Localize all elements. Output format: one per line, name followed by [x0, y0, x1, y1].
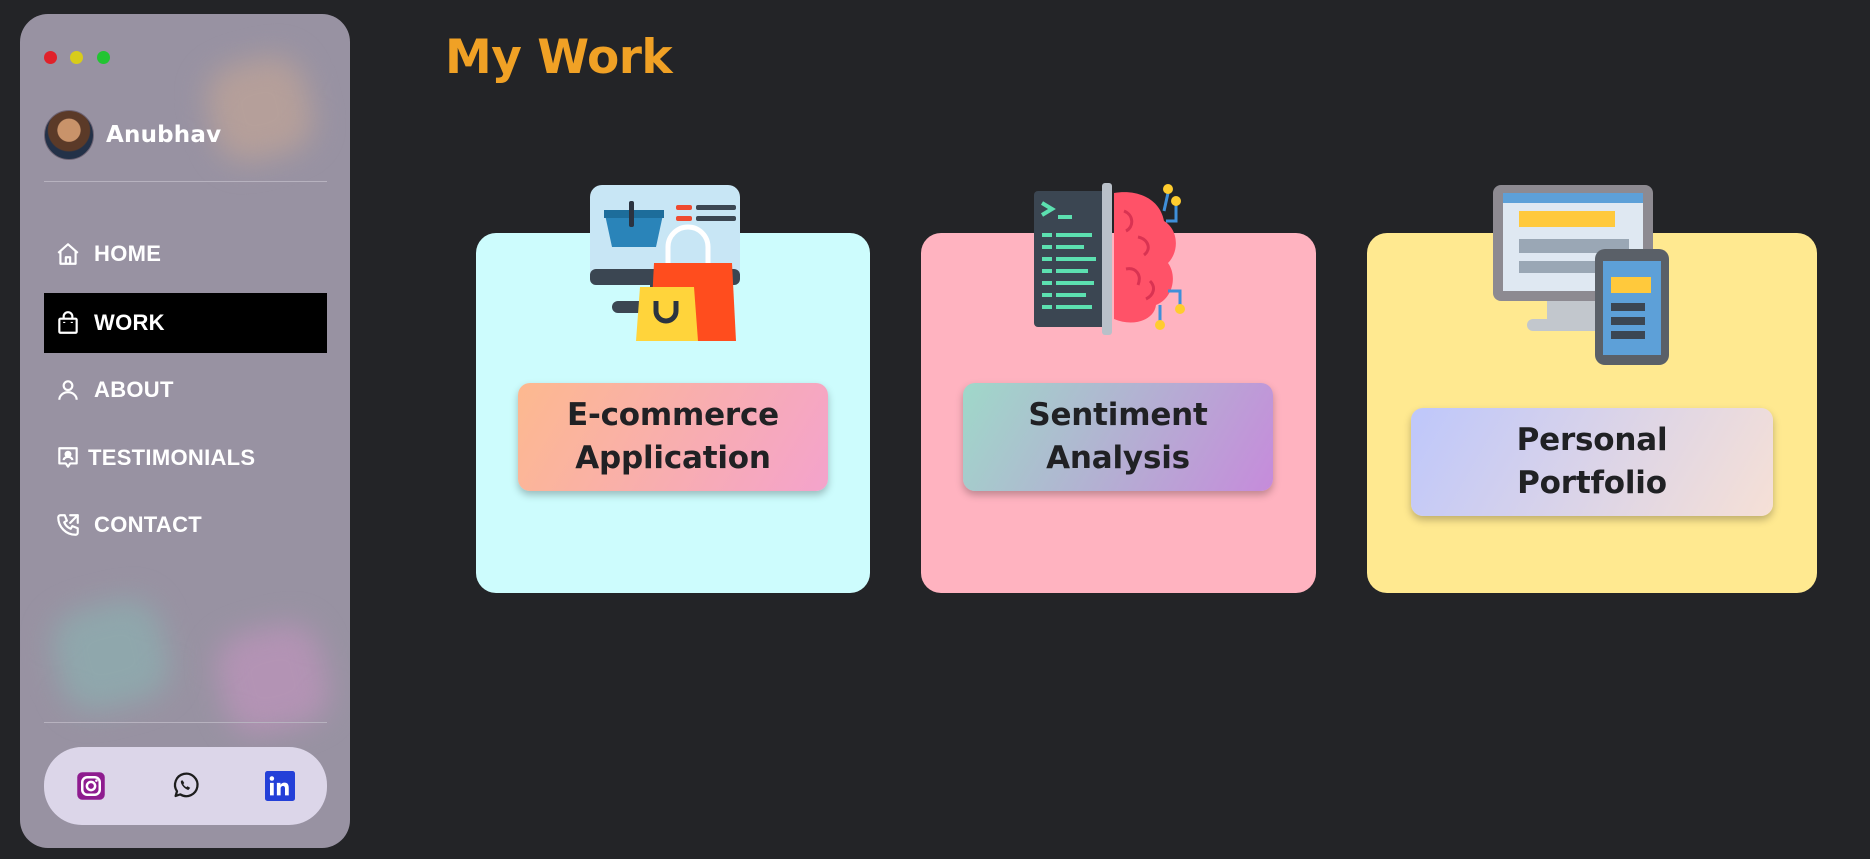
profile[interactable]: Anubhav	[44, 110, 221, 160]
nav-item-about[interactable]: ABOUT	[44, 360, 327, 420]
nav-item-testimonials[interactable]: TESTIMONIALS	[44, 428, 327, 488]
project-title: Sentiment Analysis	[963, 383, 1273, 491]
linkedin-icon[interactable]	[263, 769, 297, 803]
nav-item-label: CONTACT	[94, 512, 203, 537]
instagram-icon[interactable]	[74, 769, 108, 803]
nav-item-home[interactable]: HOME	[44, 224, 327, 284]
project-card-ecommerce[interactable]: E-commerce Application	[476, 185, 870, 593]
decorative-blob	[45, 592, 177, 718]
project-card-sentiment[interactable]: Sentiment Analysis	[921, 183, 1316, 593]
profile-name: Anubhav	[106, 122, 222, 148]
social-links	[44, 747, 327, 825]
nav-item-label: ABOUT	[94, 377, 174, 402]
avatar	[44, 110, 94, 160]
window-maximize-button[interactable]	[97, 51, 110, 64]
phone-icon	[52, 509, 84, 541]
user-icon	[52, 374, 84, 406]
page-title: My Work	[445, 30, 673, 85]
window-close-button[interactable]	[44, 51, 57, 64]
home-icon	[52, 238, 84, 270]
project-title: E-commerce Application	[518, 383, 828, 491]
sidebar: Anubhav HOME WORK ABOUT TESTIMONIALS CON…	[20, 14, 350, 848]
code-brain-icon	[1028, 181, 1193, 350]
window-minimize-button[interactable]	[70, 51, 83, 64]
testimonial-icon	[52, 442, 84, 474]
nav-item-label: WORK	[94, 310, 165, 335]
nav-item-label: TESTIMONIALS	[88, 445, 256, 470]
divider	[44, 722, 327, 723]
nav-item-work[interactable]: WORK	[44, 293, 327, 353]
divider	[44, 181, 327, 182]
responsive-devices-icon	[1491, 183, 1676, 372]
shopping-bag-icon	[52, 307, 84, 339]
project-card-portfolio[interactable]: Personal Portfolio	[1367, 185, 1817, 593]
project-title: Personal Portfolio	[1411, 408, 1773, 516]
nav-item-label: HOME	[94, 241, 162, 266]
online-shopping-icon	[584, 183, 744, 347]
whatsapp-icon[interactable]	[168, 769, 202, 803]
nav-item-contact[interactable]: CONTACT	[44, 495, 327, 555]
